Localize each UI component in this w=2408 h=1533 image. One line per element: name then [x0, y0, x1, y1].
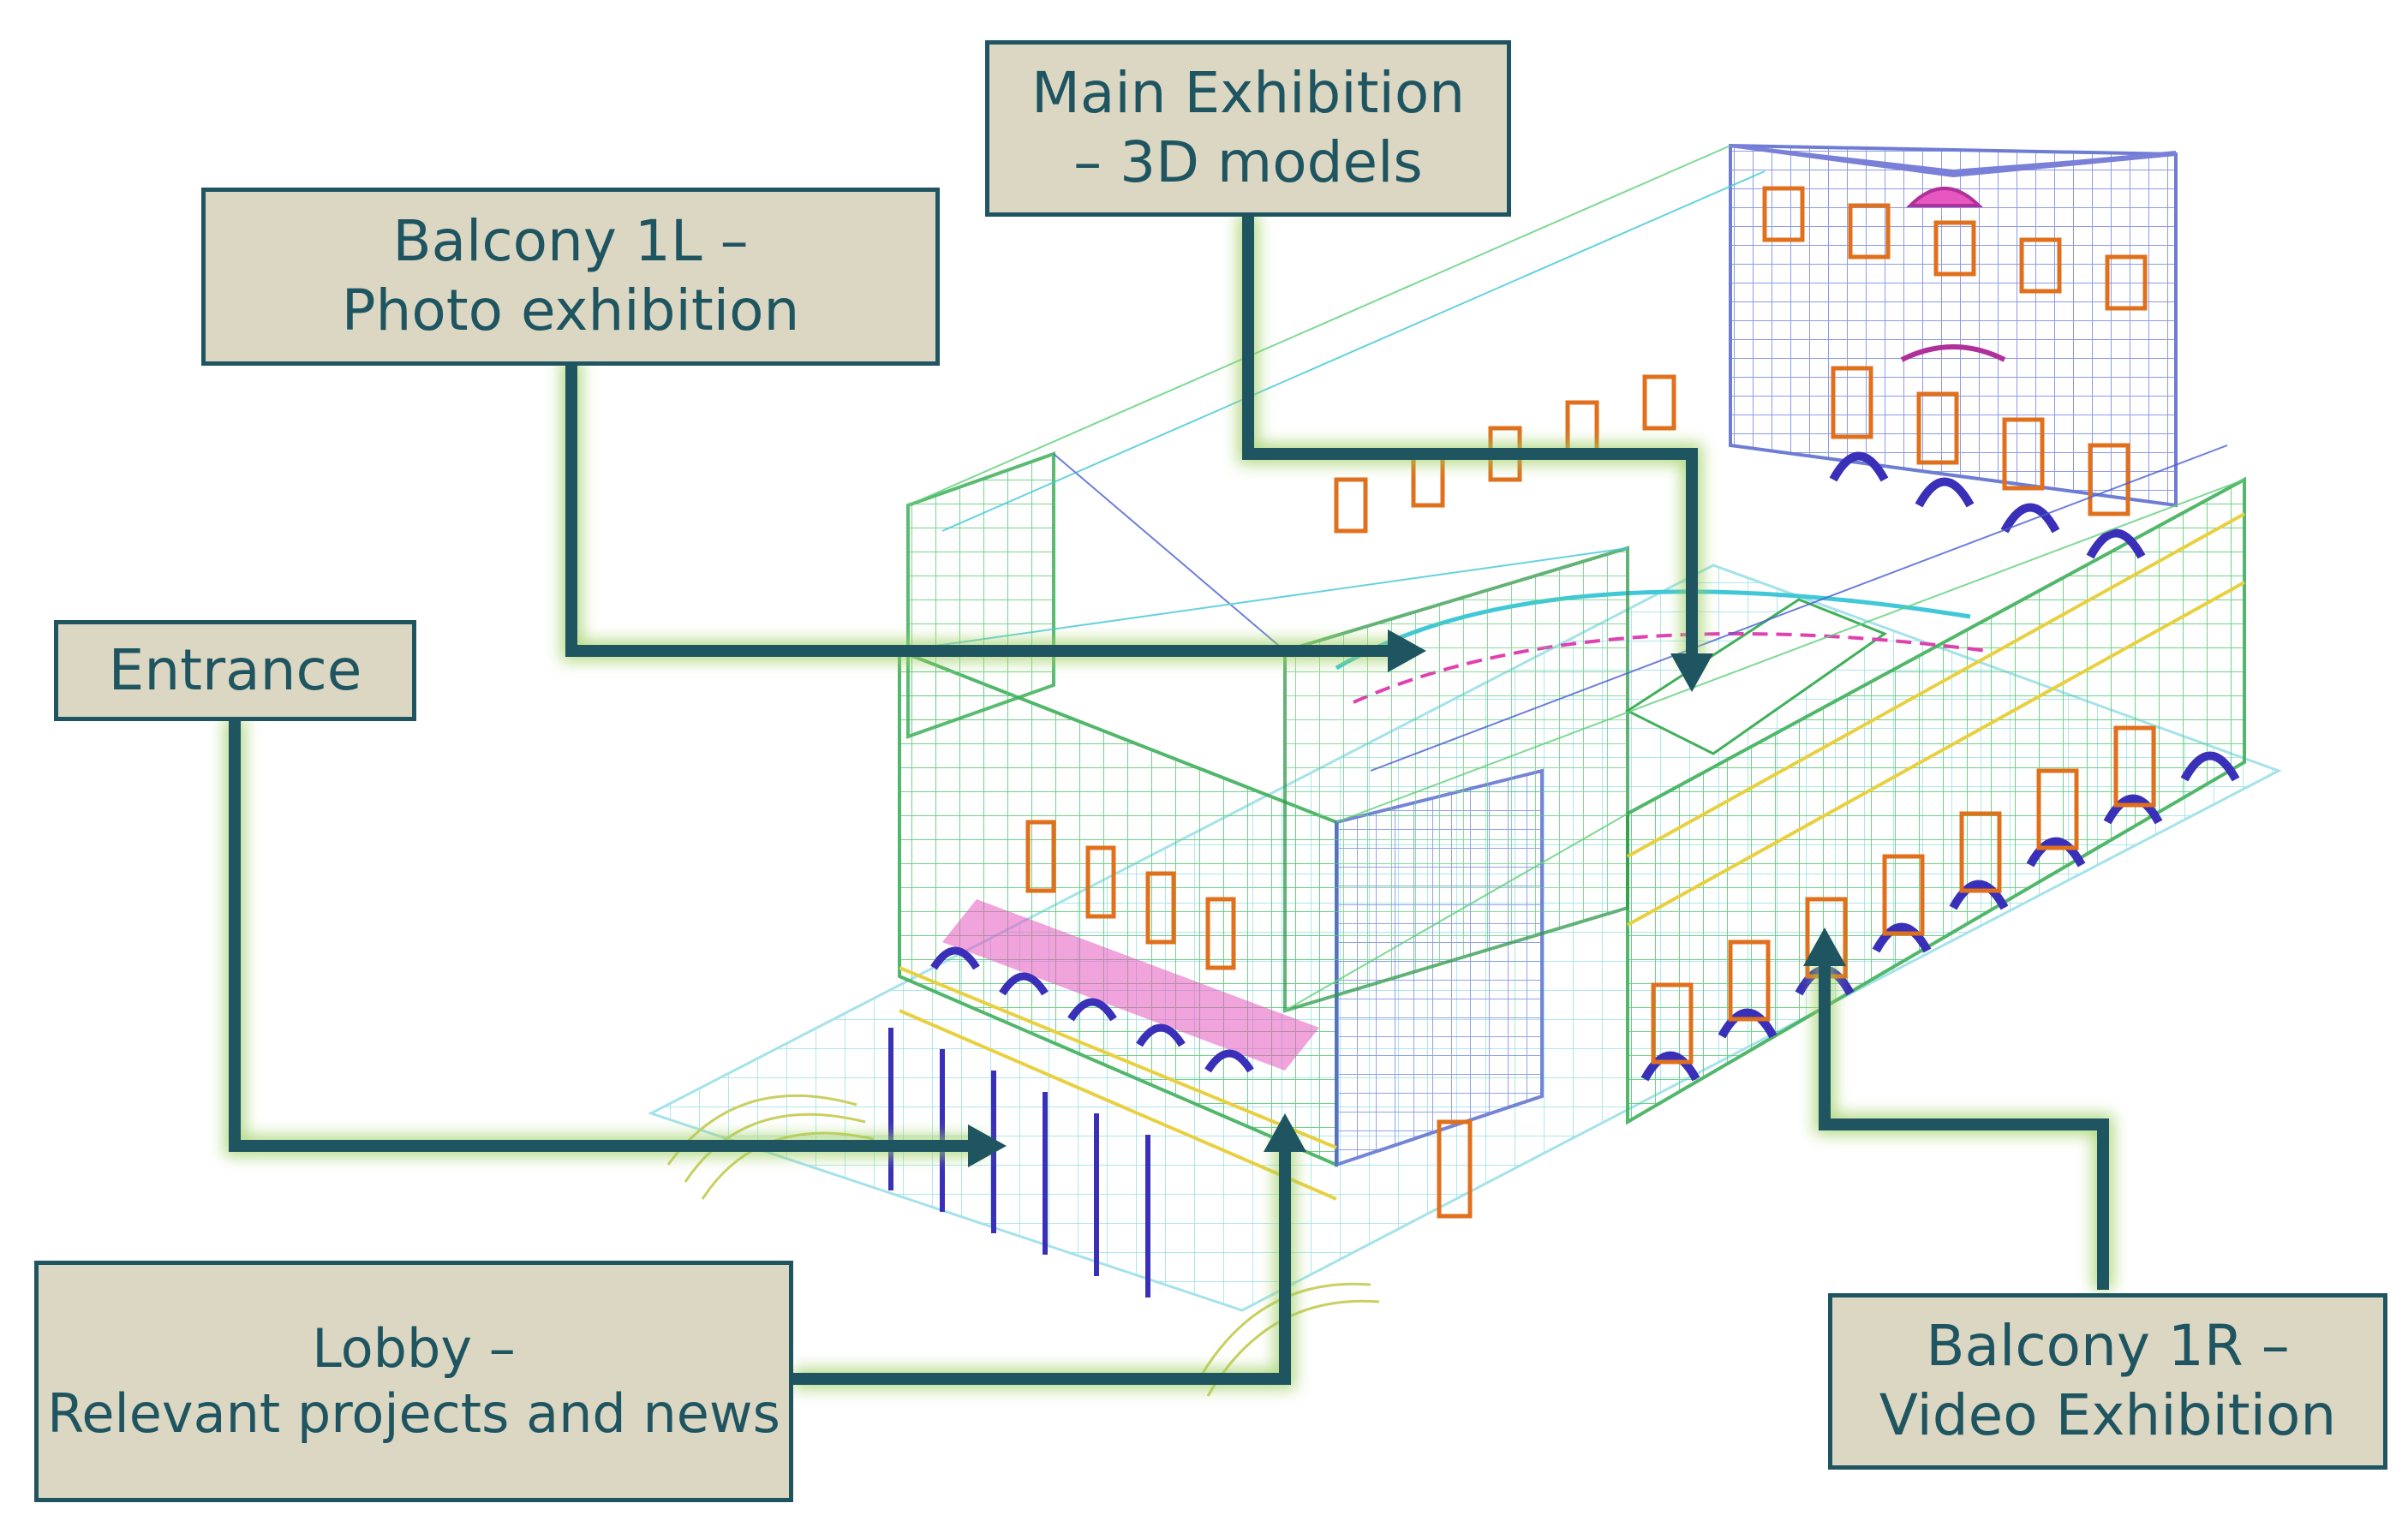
central-block — [1283, 546, 1629, 1013]
building-model — [648, 143, 2282, 1397]
balcony-1l-line2: Photo exhibition — [341, 277, 800, 343]
yellow-trim — [899, 512, 2245, 1201]
main-exhibition-line2: – 3D models — [1073, 129, 1423, 195]
arrowhead-balcony-1r — [1803, 928, 1846, 966]
arrow-balcony-1r — [1819, 957, 2109, 1290]
main-exhibition-label: Main Exhibition – 3D models — [985, 40, 1511, 217]
arrowhead-lobby — [1264, 1113, 1306, 1152]
balcony-1r-label: Balcony 1R – Video Exhibition — [1828, 1293, 2387, 1470]
rear-arch-detail-2 — [1900, 344, 2006, 362]
lobby-label: Lobby – Relevant projects and news — [34, 1261, 793, 1502]
entrance-line1: Entrance — [108, 636, 362, 703]
arrowhead-entrance — [968, 1124, 1007, 1167]
lobby-line1: Lobby – — [312, 1317, 516, 1381]
arrow-main-exhibition — [1242, 214, 1698, 664]
balcony-1l-line1: Balcony 1L – — [392, 208, 749, 275]
balcony-1l-label: Balcony 1L – Photo exhibition — [201, 188, 940, 366]
courtyard — [1624, 598, 1888, 755]
wire-lines — [899, 145, 2245, 1011]
arrow-lobby — [793, 1143, 1291, 1385]
arrowhead-balcony-1l — [1388, 629, 1426, 672]
arrowhead-main-exhibition — [1670, 653, 1713, 692]
leader-arrows — [224, 214, 2113, 1389]
balcony-1r-line2: Video Exhibition — [1879, 1382, 2337, 1448]
arrow-entrance — [229, 718, 977, 1152]
main-exhibition-line1: Main Exhibition — [1031, 60, 1466, 127]
lobby-line2: Relevant projects and news — [47, 1382, 780, 1445]
arrow-balcony-1l — [565, 360, 1396, 657]
right-wing-arches — [1640, 451, 2240, 1082]
rear-arch-detail — [1906, 187, 1983, 207]
entrance-label: Entrance — [54, 620, 416, 721]
front-arches — [930, 946, 1254, 1073]
balcony-band — [942, 899, 1319, 1071]
balcony-1r-line1: Balcony 1R – — [1926, 1313, 2290, 1380]
